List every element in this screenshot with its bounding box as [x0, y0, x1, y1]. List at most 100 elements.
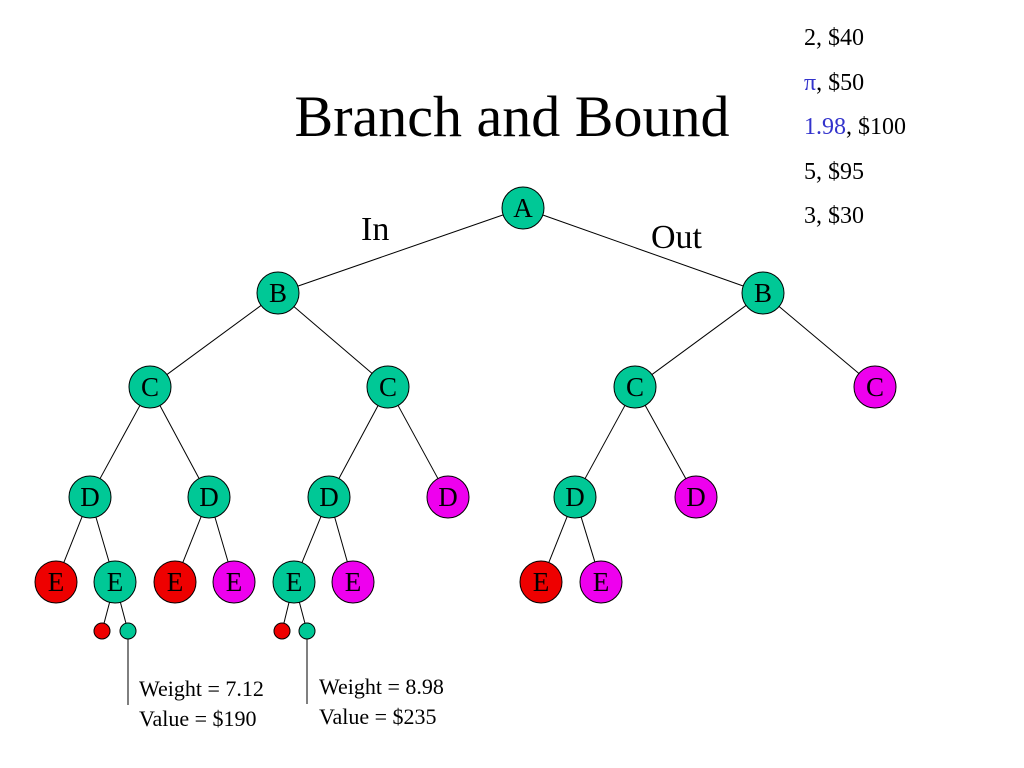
tree-node-b2: B — [741, 271, 785, 315]
node-label: E — [226, 567, 243, 597]
tree-edge — [283, 602, 290, 624]
tree-edges — [63, 214, 860, 624]
node-circle — [519, 560, 563, 604]
tree-node-l2 — [119, 622, 137, 640]
node-circle — [426, 475, 470, 519]
node-circle — [366, 365, 410, 409]
item-entry: 5, $95 — [804, 150, 906, 195]
node-circle — [93, 622, 111, 640]
node-circle — [34, 560, 78, 604]
item-entry: π, $50 — [804, 61, 906, 106]
tree-node-d3: D — [307, 475, 351, 519]
node-circle — [119, 622, 137, 640]
annotation-solution-1: Weight = 7.12 Value = $190 — [139, 674, 264, 734]
node-circle — [298, 622, 316, 640]
tree-edge — [548, 516, 568, 563]
tree-node-e2: E — [93, 560, 137, 604]
tree-edge — [298, 602, 306, 624]
tree-edge — [580, 516, 596, 563]
node-circle — [128, 365, 172, 409]
annotation-value: Value = $190 — [139, 706, 257, 731]
tree-edge — [95, 517, 110, 562]
node-circle — [579, 560, 623, 604]
tree-node-d6: D — [674, 475, 718, 519]
tree-node-l3 — [273, 622, 291, 640]
node-label: E — [345, 567, 362, 597]
tree-edge — [334, 517, 348, 562]
tree-edge — [301, 516, 322, 563]
item-entry: 1.98, $100 — [804, 105, 906, 150]
tree-node-c3: C — [613, 365, 657, 409]
node-circle — [256, 271, 300, 315]
tree-edge — [397, 405, 439, 479]
annotation-weight: Weight = 8.98 — [319, 674, 444, 699]
node-circle — [613, 365, 657, 409]
tree-edge — [293, 306, 373, 374]
node-circle — [331, 560, 375, 604]
edge-label-in: In — [361, 211, 389, 248]
tree-edge — [159, 405, 200, 479]
edge-label-out: Out — [651, 219, 703, 256]
node-label: C — [866, 372, 884, 402]
node-circle — [68, 475, 112, 519]
callout-lines — [127, 639, 308, 705]
tree-node-c1: C — [128, 365, 172, 409]
item-entry: 3, $30 — [804, 194, 906, 239]
tree-node-b1: B — [256, 271, 300, 315]
tree-node-e3: E — [153, 560, 197, 604]
tree-edge — [119, 602, 127, 624]
tree-node-e1: E — [34, 560, 78, 604]
tree-node-l4 — [298, 622, 316, 640]
tree-node-d1: D — [68, 475, 112, 519]
node-circle — [741, 271, 785, 315]
tree-node-d4: D — [426, 475, 470, 519]
node-label: D — [686, 482, 706, 512]
tree-edge — [99, 405, 141, 479]
node-label: E — [533, 567, 550, 597]
tree-edge — [103, 602, 111, 624]
item-weight: 2 — [804, 25, 816, 51]
item-value: , $100 — [846, 114, 906, 140]
node-label: D — [438, 482, 458, 512]
node-circle — [272, 560, 316, 604]
tree-edge — [63, 516, 83, 563]
tree-node-e4: E — [212, 560, 256, 604]
tree-edge — [644, 405, 687, 479]
tree-node-c4: C — [853, 365, 897, 409]
node-circle — [212, 560, 256, 604]
node-label: D — [199, 482, 219, 512]
tree-edge — [651, 305, 747, 375]
node-label: D — [319, 482, 339, 512]
tree-node-d5: D — [553, 475, 597, 519]
node-label: B — [754, 278, 772, 308]
slide-title: Branch and Bound — [294, 84, 730, 149]
tree-edge — [166, 305, 262, 375]
tree-edge — [297, 214, 504, 287]
node-label: C — [626, 372, 644, 402]
tree-node-l1 — [93, 622, 111, 640]
node-label: E — [167, 567, 184, 597]
item-weight: π — [804, 69, 817, 96]
node-label: C — [141, 372, 159, 402]
node-label: D — [80, 482, 100, 512]
item-weight: 5 — [804, 158, 816, 185]
item-entry: 2, $40 — [804, 16, 906, 61]
tree-node-e5: E — [272, 560, 316, 604]
node-label: C — [379, 372, 397, 402]
node-label: A — [513, 193, 533, 223]
item-value: , $30 — [816, 203, 864, 229]
tree-edge — [338, 405, 379, 479]
item-weight: 1.98 — [804, 114, 846, 140]
node-circle — [307, 475, 351, 519]
item-weight: 3 — [804, 203, 816, 229]
node-circle — [93, 560, 137, 604]
tree-node-c2: C — [366, 365, 410, 409]
item-value: , $40 — [816, 25, 864, 51]
node-circle — [674, 475, 718, 519]
annotation-solution-2: Weight = 8.98 Value = $235 — [319, 672, 444, 732]
node-circle — [187, 475, 231, 519]
item-value: , $95 — [816, 158, 864, 185]
tree-node-e6: E — [331, 560, 375, 604]
